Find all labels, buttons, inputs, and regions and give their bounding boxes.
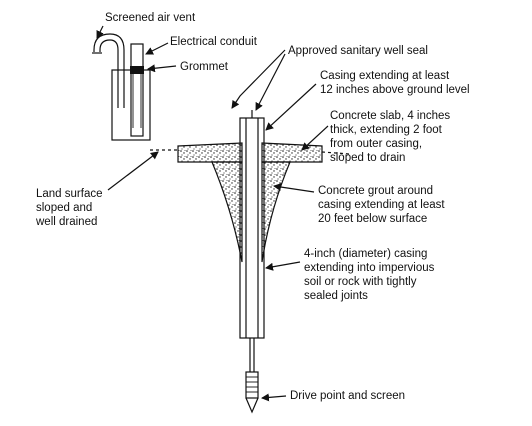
well-cap-inset xyxy=(92,33,151,141)
label-drive-point: Drive point and screen xyxy=(290,390,405,402)
label-slab-2: thick, extending 2 foot xyxy=(330,124,443,136)
well-casing xyxy=(239,110,265,339)
label-slab-1: Concrete slab, 4 inches xyxy=(330,110,450,122)
grout-cone-right xyxy=(261,161,291,263)
label-slab-4: sloped to drain xyxy=(330,152,405,164)
label-electrical-conduit: Electrical conduit xyxy=(170,36,258,48)
air-vent-pipe xyxy=(99,39,119,108)
grout-cone xyxy=(211,161,243,263)
label-casing-above-2: 12 inches above ground level xyxy=(320,84,470,96)
label-grout-1: Concrete grout around xyxy=(318,185,433,197)
label-casing-1: 4-inch (diameter) casing xyxy=(304,248,427,260)
label-casing-2: extending into impervious xyxy=(304,262,435,274)
label-land-3: well drained xyxy=(35,216,97,228)
label-land-1: Land surface xyxy=(36,188,103,200)
label-casing-4: sealed joints xyxy=(304,290,368,302)
label-grommet: Grommet xyxy=(180,61,229,73)
label-slab-3: from outer casing, xyxy=(330,138,422,150)
drive-point-and-screen xyxy=(245,338,259,414)
label-land-2: sloped and xyxy=(36,202,92,214)
label-grout-2: casing extending at least xyxy=(318,199,445,211)
concrete-slab xyxy=(177,142,243,163)
label-casing-3: soil or rock with tightly xyxy=(304,276,417,288)
label-screened-air-vent: Screened air vent xyxy=(105,12,196,24)
ground-surface xyxy=(150,149,351,155)
electrical-conduit xyxy=(130,43,144,137)
label-grout-3: 20 feet below surface xyxy=(318,213,427,225)
label-sanitary-seal: Approved sanitary well seal xyxy=(288,45,428,57)
label-casing-above-1: Casing extending at least xyxy=(320,70,450,82)
grommet xyxy=(130,66,144,74)
concrete-slab-right xyxy=(261,142,323,163)
